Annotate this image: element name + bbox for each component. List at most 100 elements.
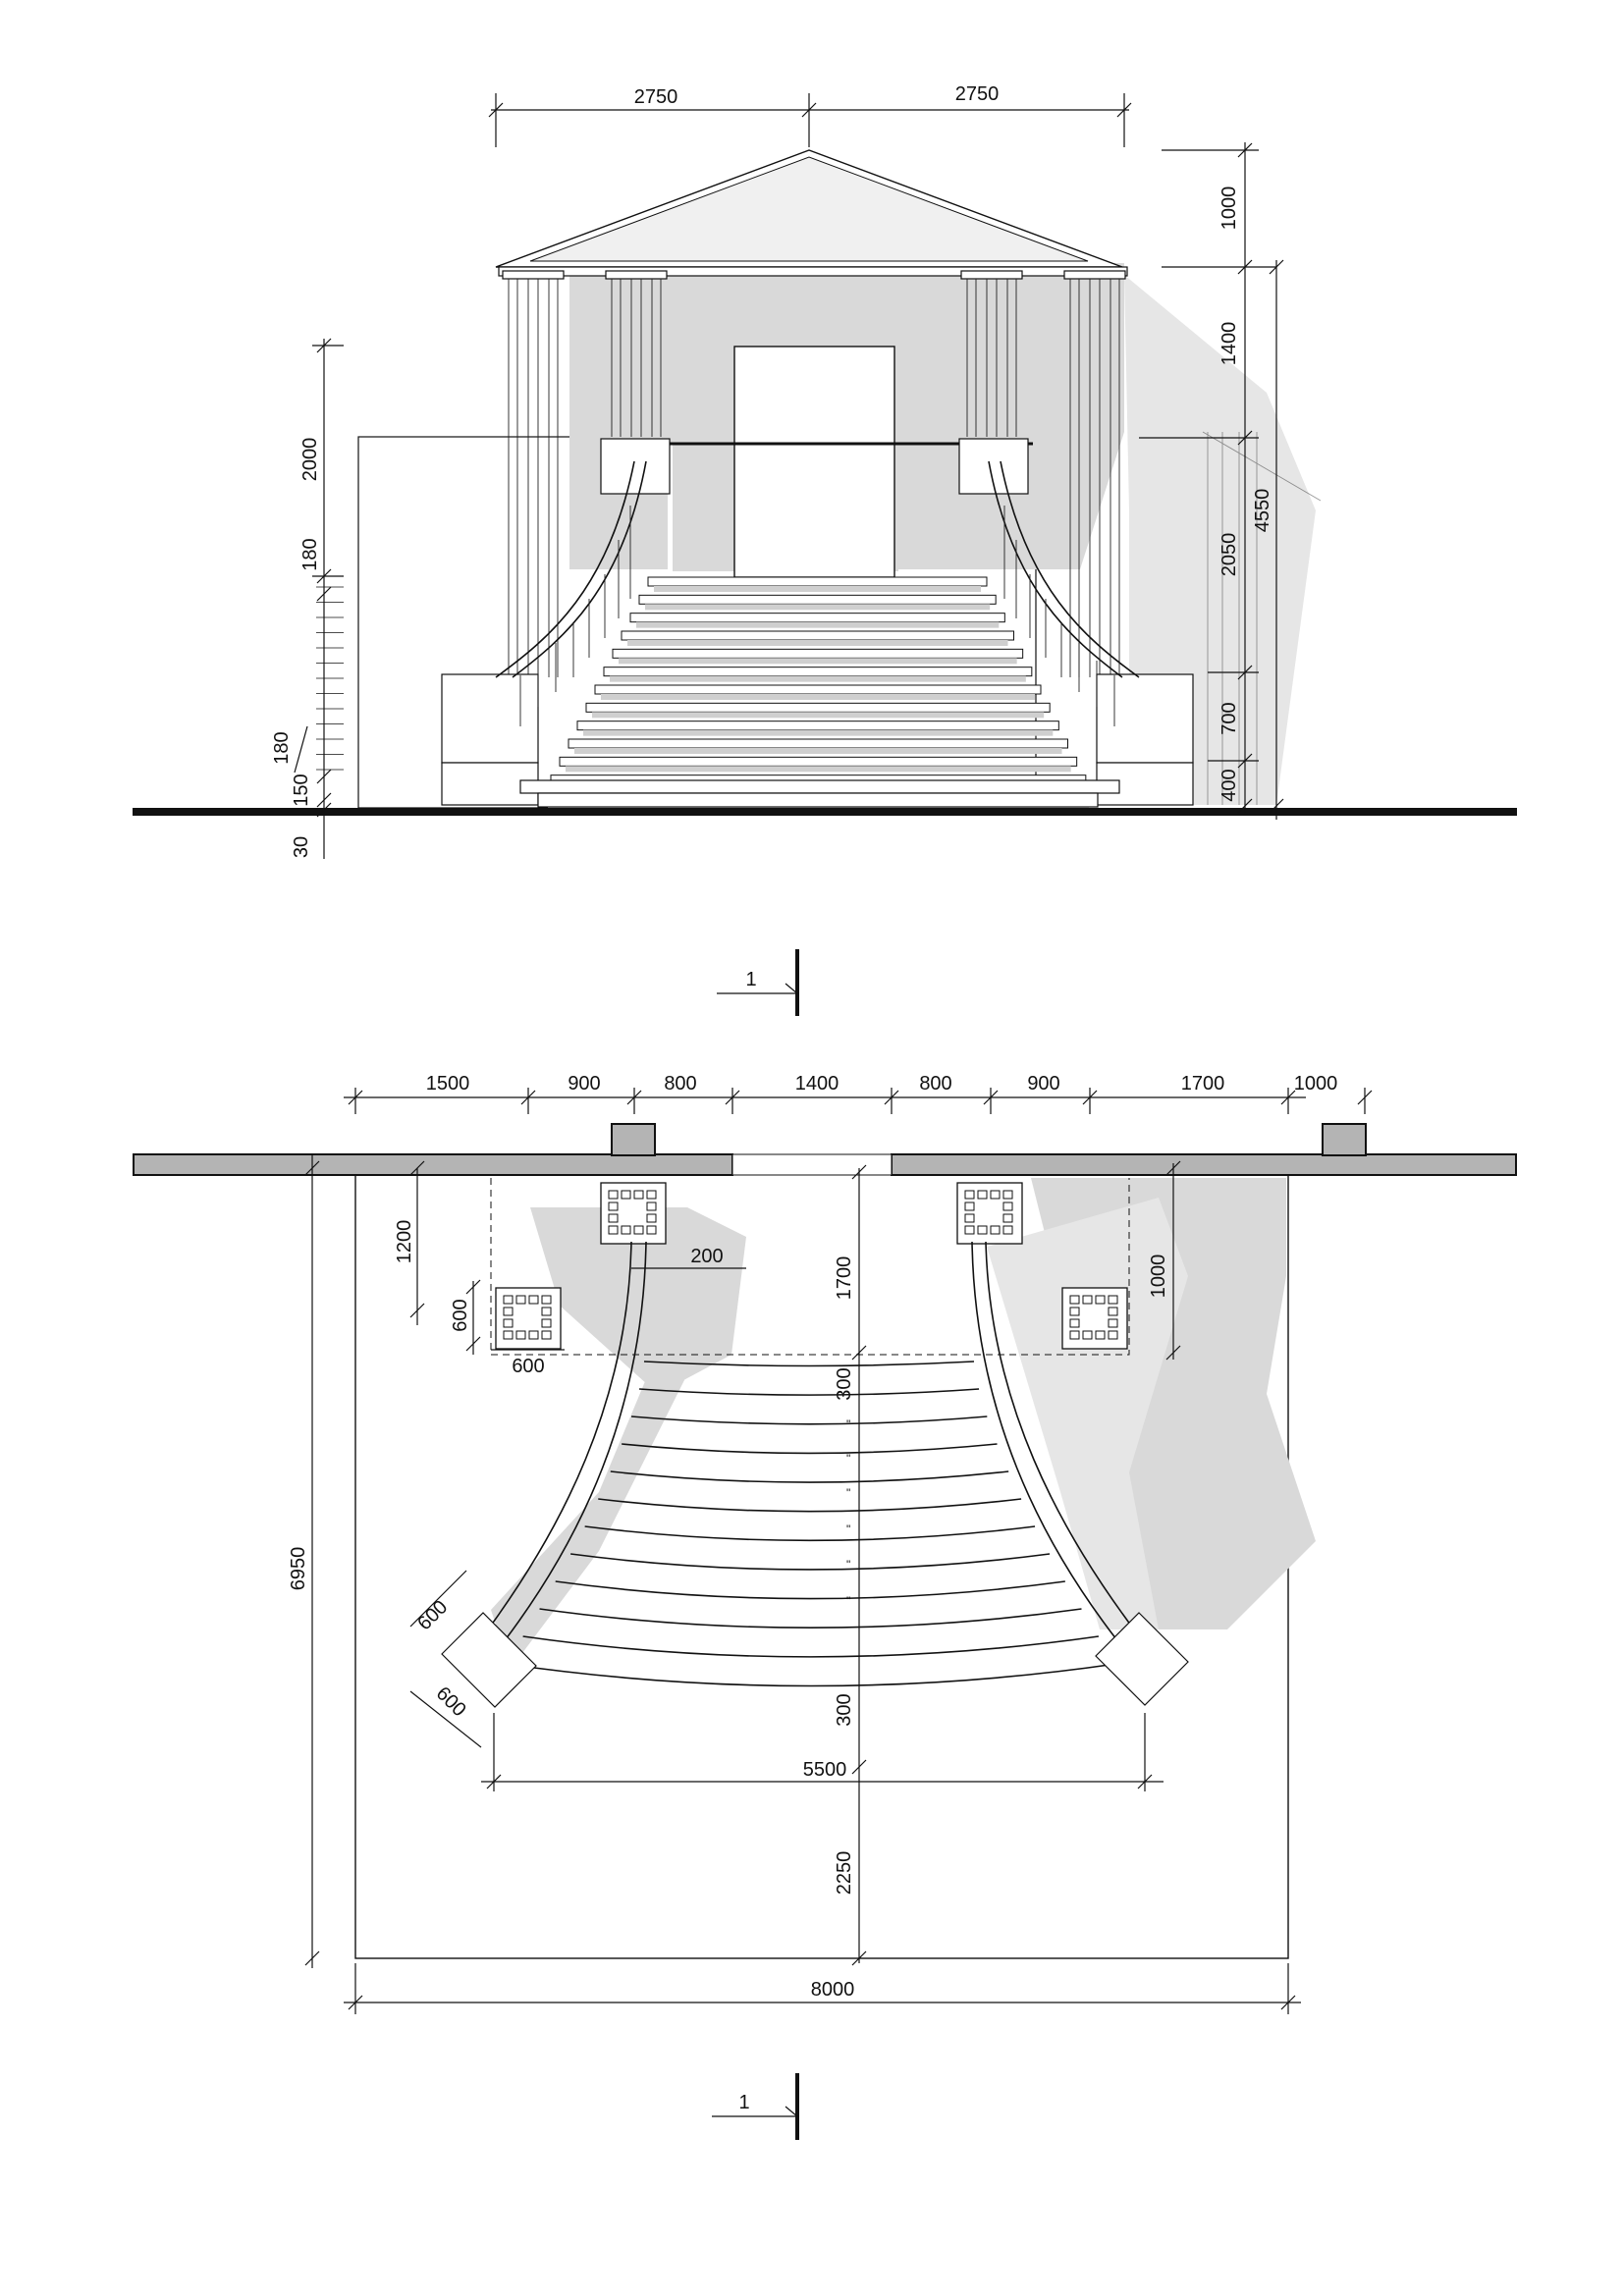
plan-dim-1400: 1400 <box>795 1073 839 1095</box>
section-mark-bottom: 1 <box>712 2073 799 2140</box>
pediment-inner <box>529 156 1089 262</box>
plan-dim-6950: 6950 <box>288 1547 309 1591</box>
elev-tread <box>638 594 997 605</box>
plan-column-shaft <box>990 1225 1001 1235</box>
plan-dim-900-right: 900 <box>1027 1073 1059 1095</box>
elev-tread <box>647 576 988 587</box>
plan-dim-600-h: 600 <box>512 1356 544 1377</box>
plan-dim-300-bottom: 300 <box>834 1693 855 1726</box>
plan-column-shaft <box>990 1190 1001 1200</box>
plan-column-shaft <box>1082 1330 1093 1340</box>
plan-dim-tick <box>1357 1090 1373 1105</box>
dim-right-400: 400 <box>1218 769 1240 801</box>
dim-left-180-top: 180 <box>299 538 321 570</box>
plan-dim-800-left: 800 <box>664 1073 696 1095</box>
plan-tread <box>539 1608 1082 1629</box>
plan-dim-tick <box>725 1090 740 1105</box>
plan-column-shaft <box>964 1225 975 1235</box>
dim-right-1000: 1000 <box>1218 187 1240 231</box>
dim-top-right: 2750 <box>955 83 1000 105</box>
plan-column-shaft <box>1002 1201 1013 1211</box>
plan-tread <box>522 1635 1100 1658</box>
plan-column-shaft <box>515 1330 526 1340</box>
plan-column-shaft <box>541 1295 552 1305</box>
wall-pier-left <box>611 1123 656 1156</box>
plan-column-shaft <box>1069 1307 1080 1316</box>
elev-tread <box>585 702 1051 713</box>
plan-dim-tick <box>1082 1090 1098 1105</box>
plan-column-shaft <box>1095 1295 1106 1305</box>
plan-tread <box>630 1415 988 1425</box>
plan-column-shaft <box>503 1307 514 1316</box>
plan-column-shaft <box>1108 1330 1118 1340</box>
plan-dim-1000-v: 1000 <box>1148 1255 1169 1299</box>
plan-column-shaft <box>633 1225 644 1235</box>
plan-column-shaft <box>964 1190 975 1200</box>
dim-left-30: 30 <box>291 836 312 858</box>
plan-dim-800-right: 800 <box>919 1073 951 1095</box>
front-wall-right <box>891 1153 1517 1176</box>
balustrade-left <box>495 460 647 726</box>
plan-column-shaft <box>1069 1330 1080 1340</box>
plan-dim-600-v: 600 <box>450 1299 471 1331</box>
elev-tread-shadow <box>574 748 1062 754</box>
plan-dim-1500: 1500 <box>426 1073 470 1095</box>
elev-tread-shadow <box>619 658 1017 665</box>
elev-tread-shadow <box>636 621 1000 628</box>
plan-dim-1000: 1000 <box>1294 1073 1338 1095</box>
section-label-bottom: 1 <box>738 2092 749 2113</box>
dim-right-total: 4550 <box>1252 489 1273 533</box>
column-group-left-inner <box>605 270 668 437</box>
elev-tread <box>568 738 1068 749</box>
lower-pedestal-right-top <box>1096 673 1194 764</box>
plan-column-shaft <box>646 1201 657 1211</box>
plan-column-shaft <box>1069 1295 1080 1305</box>
elev-tread-shadow <box>592 712 1045 719</box>
plan-view: """""" 1500 900 800 1400 800 900 1700 10… <box>133 1073 1517 2014</box>
plan-column-shaft <box>621 1225 631 1235</box>
column-group-right-outer <box>1063 270 1126 677</box>
plan-column-shaft <box>977 1225 988 1235</box>
plan-tread <box>643 1361 975 1367</box>
front-wall-left <box>133 1153 733 1176</box>
plan-tread <box>505 1663 1117 1687</box>
plan-column-shaft <box>633 1190 644 1200</box>
plan-column-shaft <box>646 1190 657 1200</box>
plan-column-shaft <box>964 1201 975 1211</box>
elev-tread-shadow <box>583 729 1054 736</box>
plan-dim-200: 200 <box>690 1246 723 1267</box>
plan-dim-2250: 2250 <box>834 1851 855 1896</box>
plan-step-mark: " <box>846 1522 850 1536</box>
column-blocks <box>495 1182 1128 1350</box>
plan-column-shaft <box>515 1295 526 1305</box>
diag-pedestal-right <box>1095 1612 1189 1706</box>
dim-left-2000: 2000 <box>299 438 321 482</box>
plan-shadow-stair-left <box>491 1374 687 1669</box>
plan-step-mark: " <box>846 1558 850 1572</box>
plan-dim-tick <box>983 1090 999 1105</box>
upper-pedestal-left <box>600 438 671 495</box>
plan-step-mark: " <box>846 1417 850 1431</box>
plan-column-shaft <box>503 1330 514 1340</box>
elev-tread-shadow <box>610 675 1026 682</box>
left-step-ticks <box>316 586 344 771</box>
plan-tread <box>570 1553 1051 1571</box>
elev-tread <box>594 684 1042 695</box>
elev-tread <box>559 756 1078 767</box>
plan-column-shaft <box>1108 1307 1118 1316</box>
plan-dim-1700-v: 1700 <box>834 1256 855 1301</box>
plan-column-shaft <box>503 1318 514 1328</box>
plan-dim-tick <box>884 1090 899 1105</box>
plan-column-shaft <box>608 1201 619 1211</box>
plan-dim-5500: 5500 <box>803 1759 847 1781</box>
stringer-right-outer <box>985 1241 1135 1630</box>
plan-column-shaft <box>1002 1190 1013 1200</box>
plan-column-shaft <box>608 1190 619 1200</box>
plan-tread <box>598 1498 1022 1513</box>
plan-column-shaft <box>541 1307 552 1316</box>
plan-shadow-left <box>530 1207 746 1394</box>
plan-column-shaft <box>608 1213 619 1223</box>
dim-left-150: 150 <box>291 774 312 806</box>
dim-right-1400: 1400 <box>1218 322 1240 366</box>
